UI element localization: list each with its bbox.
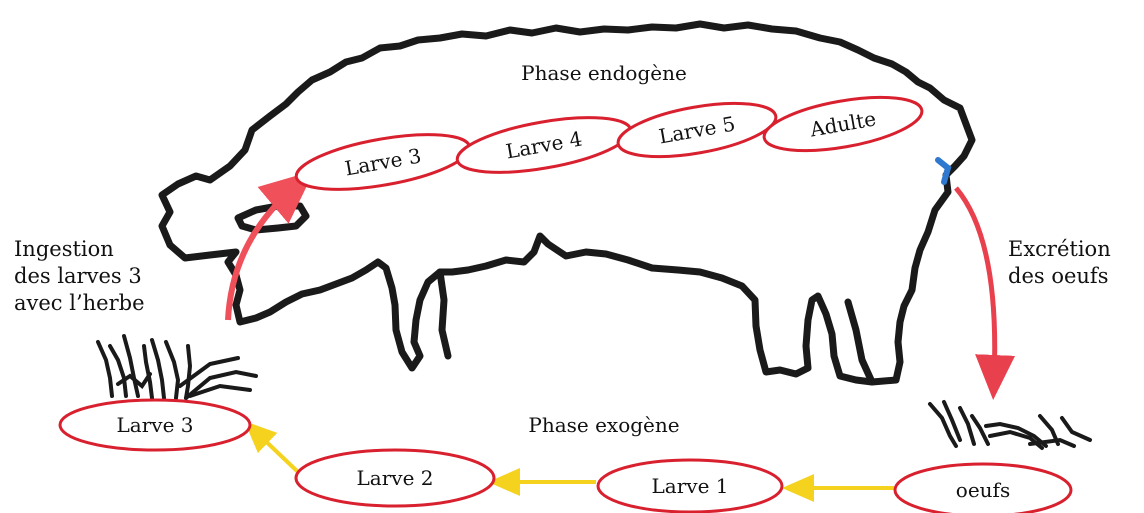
phase-endogenous-label: Phase endogène — [521, 61, 687, 85]
endo-stage-adulte: Adulte — [760, 87, 926, 160]
grass-right — [930, 402, 1090, 448]
exo-stage-larve-3: Larve 3 — [60, 400, 250, 450]
sheep-leg-line-2 — [848, 302, 872, 382]
exo-stage-label: oeufs — [956, 478, 1010, 502]
endo-stage-larve-4: Larve 4 — [453, 107, 634, 183]
anus-mark — [938, 160, 948, 182]
ingestion-annotation: Ingestion des larves 3 avec l’herbe — [14, 236, 145, 317]
excretion-arrow — [956, 188, 995, 380]
sheep-leg-line-1 — [440, 272, 448, 356]
excretion-line-1: Excrétion — [1008, 236, 1111, 263]
ingestion-line-1: Ingestion — [14, 236, 145, 263]
exo-stage-label: Larve 1 — [652, 474, 729, 498]
exo-stage-larve-2: Larve 2 — [296, 450, 494, 506]
excretion-line-2: des oeufs — [1008, 263, 1111, 290]
endogenous-stages: Larve 3 Larve 4 Larve 5 Adulte — [292, 87, 925, 199]
exo-stage-larve-1: Larve 1 — [598, 460, 782, 512]
excretion-annotation: Excrétion des oeufs — [1008, 236, 1111, 290]
grass-left — [98, 336, 256, 398]
arrow-larve2-to-larve3 — [256, 432, 298, 472]
exo-stage-label: Larve 2 — [357, 466, 434, 490]
endo-stage-larve-5: Larve 5 — [614, 93, 780, 166]
ingestion-line-3: avec l’herbe — [14, 290, 145, 317]
exo-stage-label: Larve 3 — [117, 413, 194, 437]
phase-exogenous-label: Phase exogène — [528, 413, 679, 437]
endo-stage-larve-3: Larve 3 — [292, 124, 473, 200]
exo-stage-oeufs: oeufs — [895, 464, 1071, 513]
ingestion-line-2: des larves 3 — [14, 263, 145, 290]
